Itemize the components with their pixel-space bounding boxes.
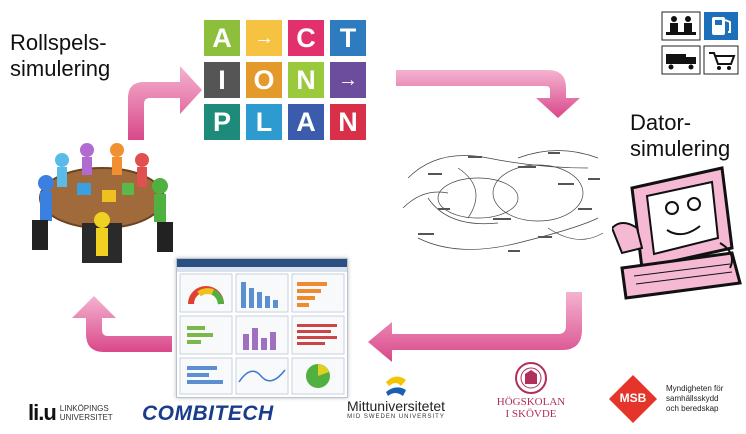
hogskolan-line2: I SKÖVDE [505,408,557,420]
miun-name: Mittuniversitetet [346,398,446,414]
msb-mark: MSB [619,391,647,405]
liu-line2: UNIVERSITET [59,413,113,422]
msb-logo: MSB Myndigheten för samhällsskydd och be… [606,372,746,424]
hogskolan-line1: HÖGSKOLAN [496,396,566,408]
fuel-pump-icon [704,12,738,40]
causal-loop-diagram [402,150,604,252]
miun-logo: Mittuniversitetet MID SWEDEN UNIVERSITY [326,370,466,420]
tile-r3c4: N [330,104,366,140]
tile-r3c2: L [246,104,282,140]
arrow-actionplan-to-computer [396,70,580,118]
truck-icon [661,45,701,75]
msb-line3: och beredskap [666,404,719,413]
hogskolan-skovde-logo: HÖGSKOLAN I SKÖVDE [488,360,574,420]
combitech-logo: COMBITECH [142,402,274,425]
tile-r3c1: P [204,104,240,140]
msb-line2: samhällsskydd [666,394,719,403]
tile-r3c3: A [288,104,324,140]
tile-r2c1: I [204,62,240,98]
roleplay-table-illustration [32,143,173,263]
msb-line1: Myndigheten för [666,384,724,393]
msb-diamond-icon [608,374,658,424]
action-plan-grid: A → C T I O N → P L A N [204,20,378,150]
computer-label-line1: Dator- [630,110,692,135]
tile-r1c1: A [204,20,240,56]
liu-text: LINKÖPINGS UNIVERSITET [60,404,113,422]
miun-subtitle: MID SWEDEN UNIVERSITY [347,414,445,420]
puzzle-pieces [77,183,134,202]
arrow-computer-to-dashboard [368,292,582,362]
shopping-cart-icon [703,45,739,75]
people-at-desk-icon [661,11,701,41]
figures [38,143,168,256]
tile-r2c3: N [288,62,324,98]
liu-logo: li.u LINKÖPINGS UNIVERSITET [28,398,113,428]
dashboard-screenshot [176,258,348,398]
tile-r1c4: T [330,20,366,56]
liu-line1: LINKÖPINGS [59,404,109,413]
hogskolan-crest-icon [515,362,547,394]
cartoon-computer [612,166,742,300]
roleplay-label-line1: Rollspels- [10,30,107,55]
tile-r1c3: C [288,20,324,56]
computer-label-line2: simulering [630,136,731,161]
arrow-roleplay-to-actionplan [128,66,202,140]
tile-r2c4: → [330,62,366,98]
liu-mark: li.u [28,400,57,425]
roleplay-simulation-label: Rollspels- simulering [10,30,110,82]
roleplay-label-line2: simulering [10,56,111,81]
tile-r2c2: O [246,62,282,98]
computer-simulation-label: Dator- simulering [630,110,730,162]
miun-emblem-icon [386,376,406,396]
arrow-dashboard-to-roleplay [72,296,172,352]
tile-r1c2: → [246,20,282,56]
msb-text: Myndigheten för samhällsskydd och bereds… [666,384,723,414]
societal-functions-icons [661,11,739,75]
dashboard-panels [179,273,345,395]
